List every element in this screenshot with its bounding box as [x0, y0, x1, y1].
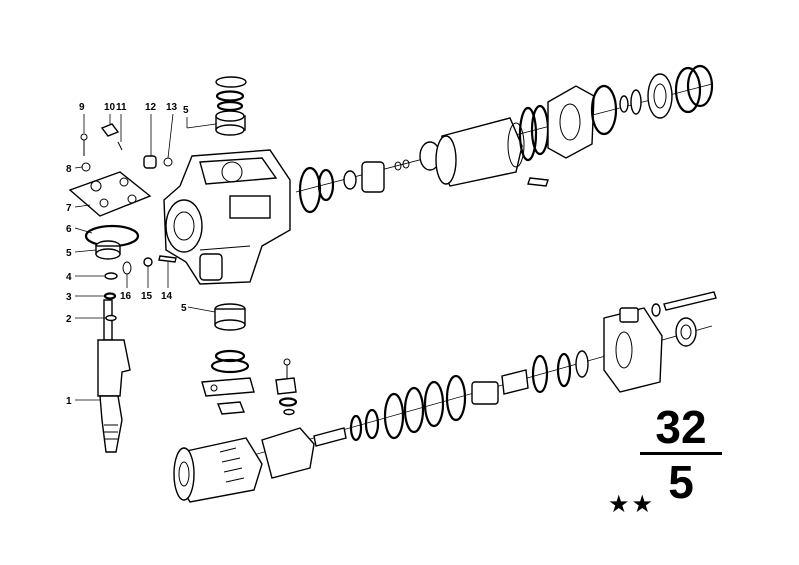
callout-12: 12	[145, 102, 157, 113]
callout-5-left: 5	[66, 248, 72, 259]
callout-15: 15	[141, 291, 153, 302]
adjuster-screw	[275, 358, 298, 416]
callout-9: 9	[79, 102, 85, 113]
callout-10: 10	[104, 102, 116, 113]
bearing-bush	[95, 240, 121, 260]
callout-3: 3	[66, 292, 72, 303]
gear-housing	[163, 149, 291, 285]
callout-8: 8	[66, 164, 72, 175]
lower-bearing-stack	[201, 303, 255, 415]
callout-4: 4	[66, 272, 72, 283]
group-number: 32 5	[636, 404, 726, 505]
callout-5-upper: 5	[183, 105, 189, 116]
callout-16: 16	[120, 291, 132, 302]
callout-6: 6	[66, 224, 72, 235]
leader-lines	[74, 113, 217, 401]
group-number-top: 32	[655, 401, 707, 453]
callout-1: 1	[66, 396, 72, 407]
lower-axis-parts	[173, 291, 717, 503]
pitman-shaft	[97, 299, 131, 453]
callout-13: 13	[166, 102, 178, 113]
group-number-divider	[640, 452, 722, 455]
callout-2: 2	[66, 314, 72, 325]
callout-labels: 9 10 11 12 13 8 7 6 5 4 3 2 1 16 15 14 5…	[66, 102, 189, 407]
callout-7: 7	[66, 203, 72, 214]
small-hardware	[80, 123, 177, 322]
callout-5-lower: 5	[181, 303, 187, 314]
cover-plate	[68, 171, 152, 217]
group-number-bottom: 5	[668, 456, 694, 508]
callout-11: 11	[116, 102, 127, 113]
upper-bearing-stack	[215, 76, 247, 136]
callout-14: 14	[161, 291, 173, 302]
rating-stars: ★★	[608, 490, 656, 518]
upper-axis-parts	[298, 64, 714, 214]
